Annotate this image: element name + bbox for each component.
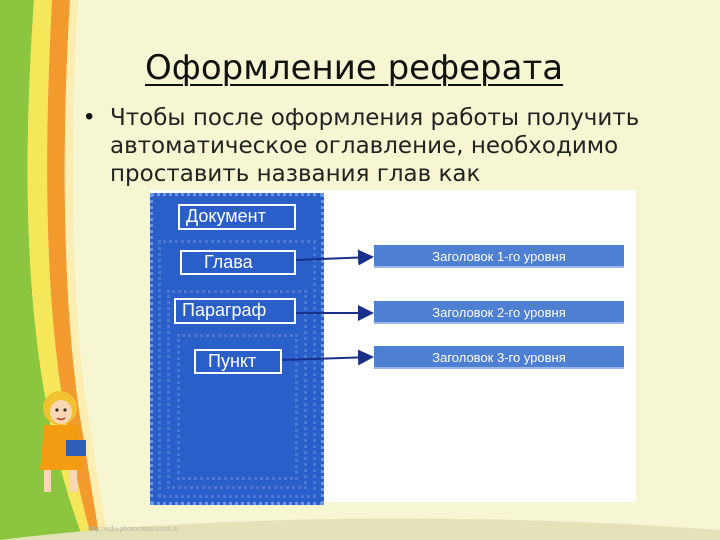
green-swoosh bbox=[0, 0, 84, 540]
heading-level-2: Заголовок 2-го уровня bbox=[374, 301, 624, 324]
bullet-marker: • bbox=[85, 103, 94, 130]
arrow-heading-3 bbox=[281, 349, 374, 366]
heading-level-1: Заголовок 1-го уровня bbox=[374, 245, 624, 268]
level-document: Документ bbox=[178, 204, 296, 230]
footer-url: http://edu-photoshool.ucoz.ru bbox=[88, 526, 179, 533]
orange-swoosh bbox=[47, 0, 100, 540]
light-swoosh bbox=[64, 0, 108, 540]
bullet-text: Чтобы после оформления работы получить а… bbox=[110, 105, 640, 187]
level-paragraph: Параграф bbox=[174, 298, 296, 324]
girl-illustration bbox=[40, 391, 86, 492]
paragraph-frame bbox=[167, 290, 307, 489]
bottom-wave bbox=[0, 518, 720, 540]
heading-level-3: Заголовок 3-го уровня bbox=[374, 346, 624, 369]
level-item: Пункт bbox=[194, 349, 282, 374]
arrow-heading-1 bbox=[295, 249, 374, 266]
level-chapter: Глава bbox=[180, 250, 296, 275]
slide-title: Оформление реферата bbox=[145, 48, 564, 88]
chapter-frame bbox=[158, 240, 316, 498]
yellow-swoosh bbox=[27, 0, 92, 540]
item-frame bbox=[177, 334, 298, 480]
